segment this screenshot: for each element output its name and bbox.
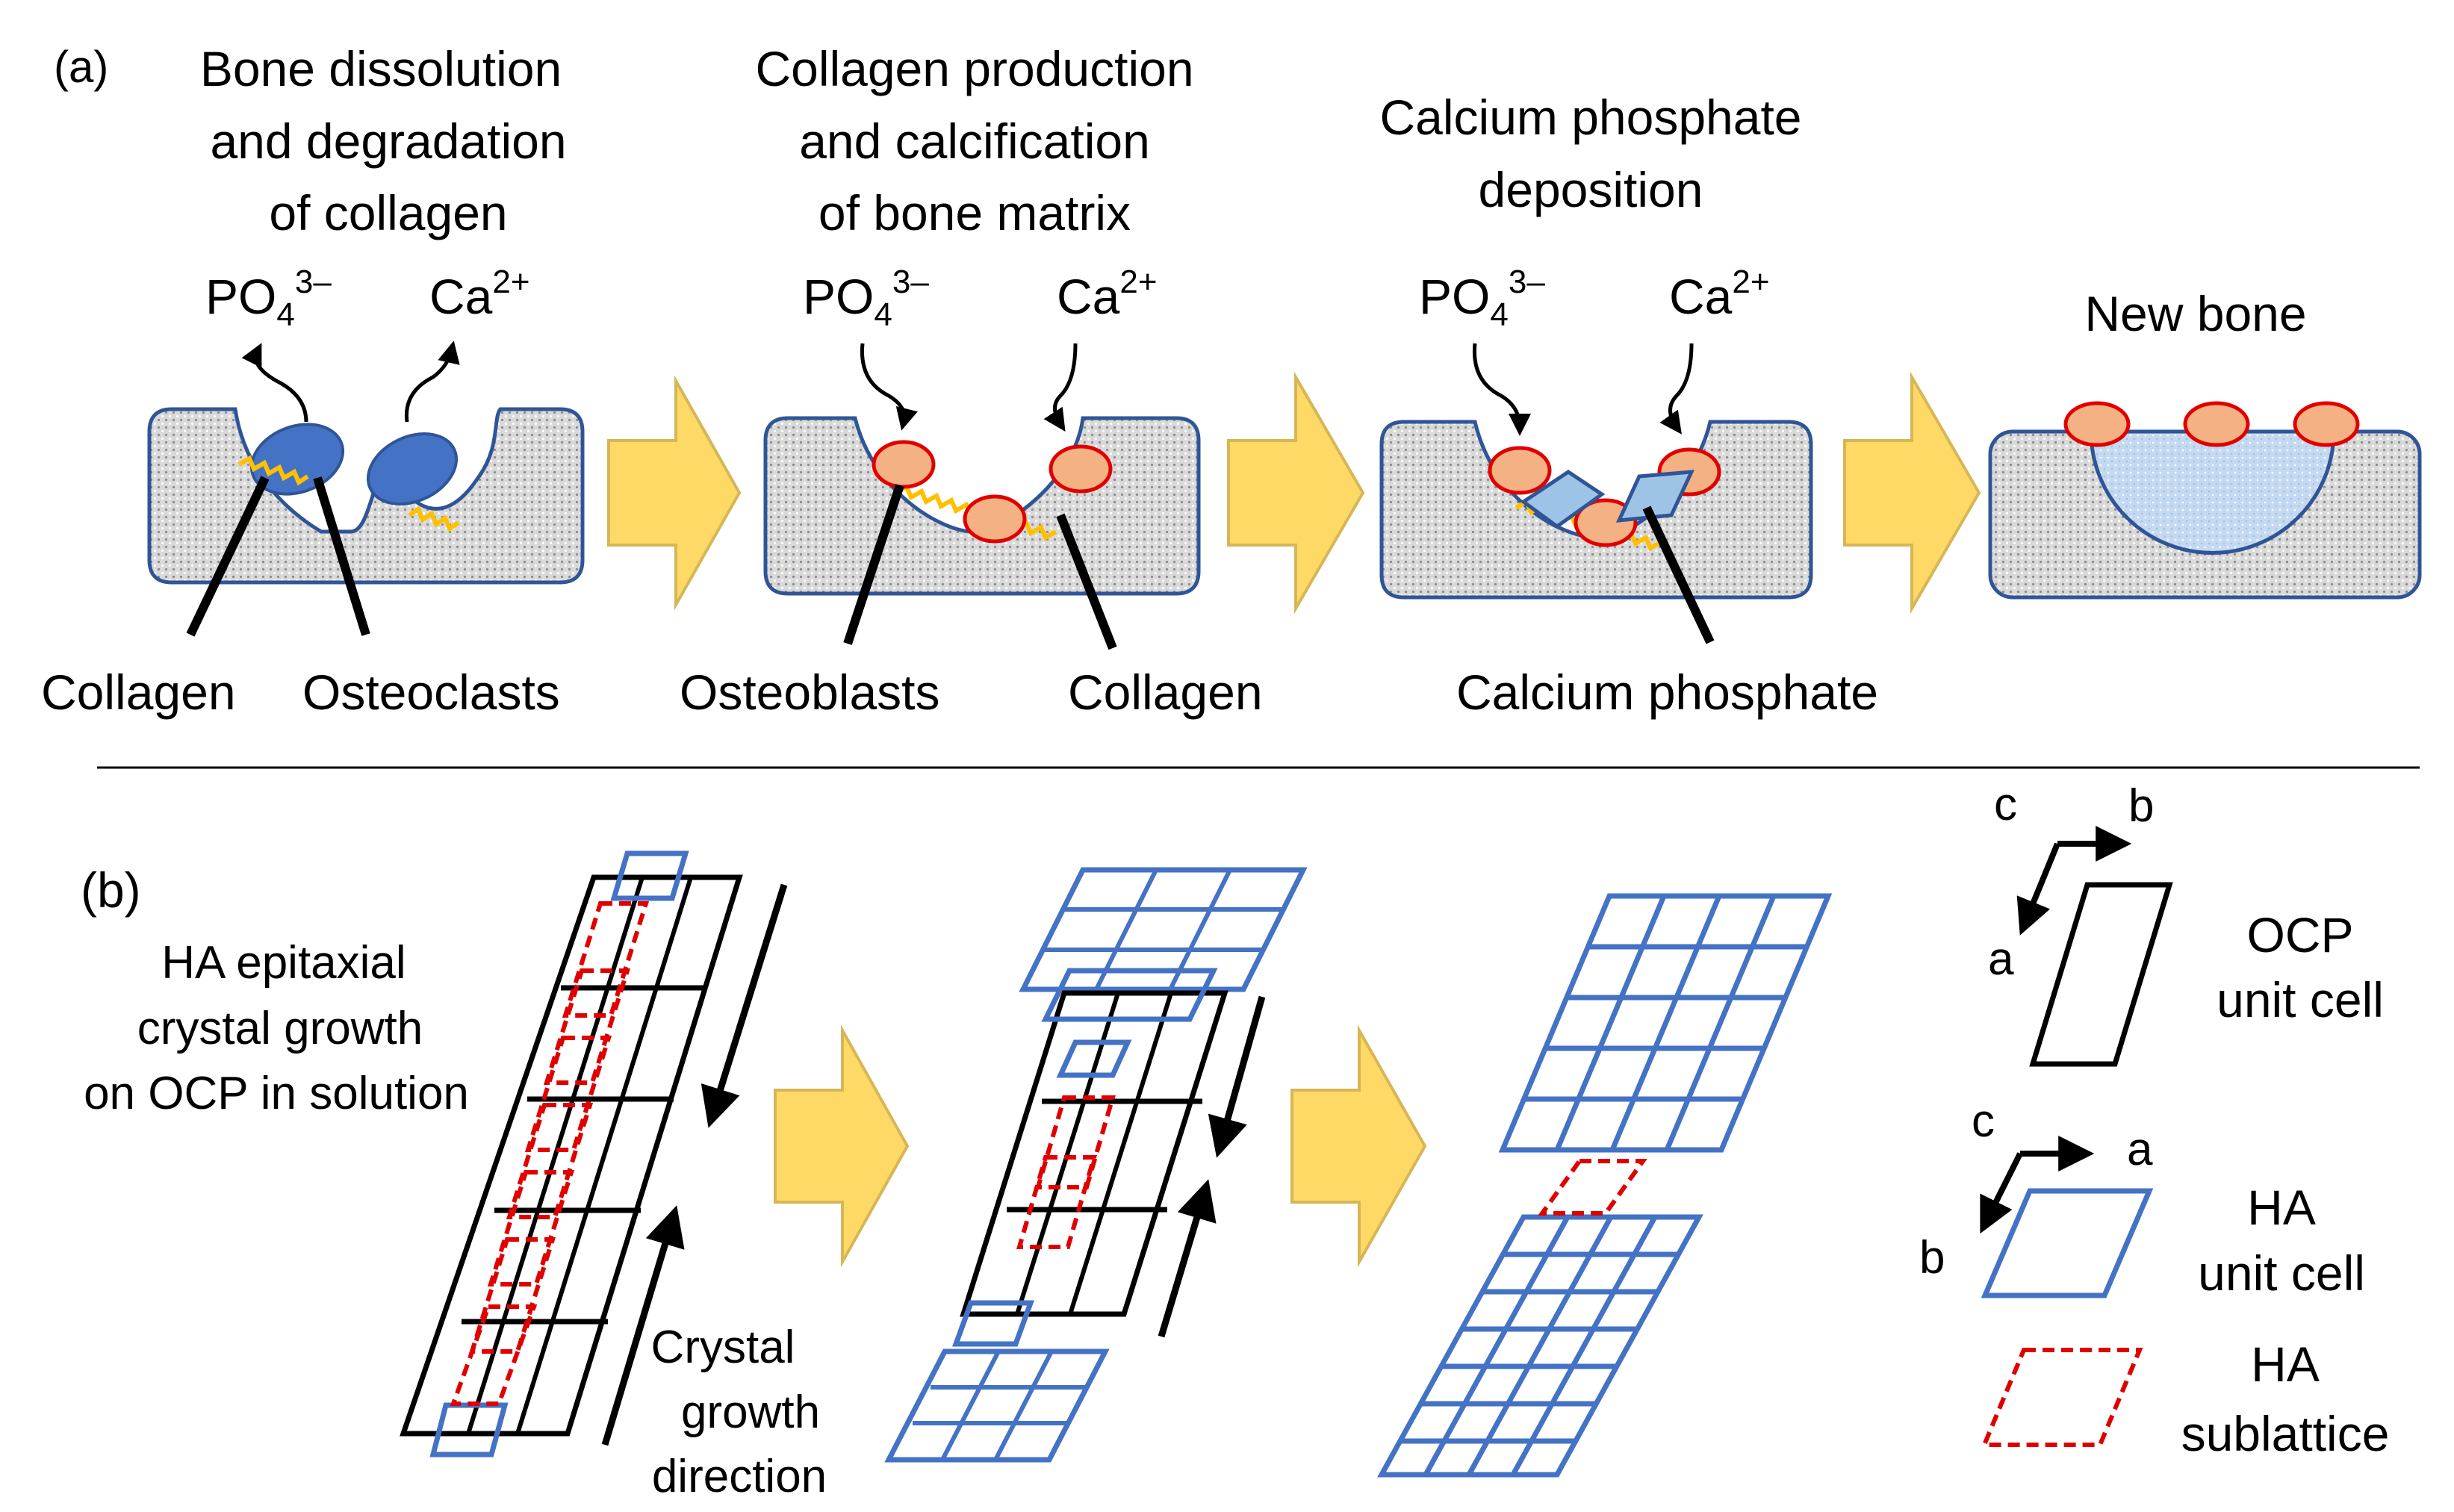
stage-2-title-line-3: of bone matrix <box>818 185 1131 240</box>
collagen-pointer <box>1056 513 1117 650</box>
osteoblast-cell <box>1574 498 1638 547</box>
growth-arrow-up <box>1158 1179 1217 1338</box>
osteoblast-cell <box>2293 401 2360 447</box>
osteoclast-arrow-out <box>404 340 460 423</box>
stage-2-title-line-1: Collagen production <box>755 41 1193 96</box>
ha-label-line-1: HA <box>2247 1180 2316 1235</box>
process-arrow <box>1227 371 1365 615</box>
ion-arrow-in <box>860 343 918 431</box>
ha-axis-b: b <box>1919 1232 1945 1284</box>
panel-b-label: (b) <box>81 862 141 918</box>
ha-sublattice <box>1016 1095 1116 1249</box>
growth-label-line-1: Crystal <box>651 1322 795 1373</box>
ha-axis-a: a <box>2127 1124 2153 1175</box>
osteoclast-arrow-out <box>241 343 308 423</box>
description-line-1: HA epitaxial <box>161 937 406 989</box>
osteoclast-cell <box>249 423 345 496</box>
stage-1-resorption: Bone dissolution and degradation of coll… <box>41 41 585 720</box>
ha-label-line-2: unit cell <box>2198 1245 2365 1301</box>
sub-label-line-1: HA <box>2251 1337 2320 1392</box>
osteoblast-cell <box>963 494 1027 544</box>
ocp-label-line-2: unit cell <box>2217 972 2384 1027</box>
collagen-fiber <box>237 455 309 486</box>
ha-axis-c: c <box>1972 1095 1995 1147</box>
osteoblast-cell <box>872 440 936 489</box>
osteoblast-cell <box>2063 401 2131 447</box>
calcium-phosphate-crystal <box>1615 470 1695 523</box>
growth-arrow-down <box>1208 995 1266 1158</box>
collagen-pointer <box>186 476 270 637</box>
ha-unit-cell-shape <box>1981 1188 2154 1298</box>
stage-3-callout-calcium-phosphate: Calcium phosphate <box>1456 665 1878 720</box>
growth-arrow-up <box>601 1205 685 1446</box>
collagen-fiber <box>408 505 460 532</box>
process-arrow <box>1843 371 1981 615</box>
stage-2-callout-osteoblasts: Osteoblasts <box>680 665 940 720</box>
stage-2-callout-collagen: Collagen <box>1068 665 1263 720</box>
ocp-axis-a: a <box>1988 933 2014 985</box>
growth-label-line-3: direction <box>652 1451 827 1502</box>
ocp-axes: c b a <box>1988 779 2154 985</box>
stage-3-phosphate-ion: PO43– <box>1419 264 1545 333</box>
ha-unit-cell <box>952 1300 1034 1347</box>
ocp-axis-c: c <box>1994 779 2017 830</box>
ha-sublattice <box>450 901 650 1406</box>
stage-4-title: New bone <box>2084 286 2306 341</box>
panel-a-label: (a) <box>54 42 108 92</box>
stage-3-title-line-2: deposition <box>1479 162 1703 217</box>
stage-1-calcium-ion: Ca2+ <box>429 264 530 324</box>
stage-1-phosphate-ion: PO43– <box>205 264 332 333</box>
stage-4-new-bone: New bone <box>1988 286 2422 600</box>
ha-unit-cell <box>1041 968 1218 1022</box>
osteoblast-cell <box>1488 446 1552 495</box>
sub-label-line-2: sublattice <box>2181 1406 2390 1461</box>
growth-label-line-2: growth <box>681 1387 820 1438</box>
stage-2-phosphate-ion: PO43– <box>803 264 929 333</box>
ocp-label-line-1: OCP <box>2246 907 2353 962</box>
description-line-2: crystal growth <box>137 1003 423 1054</box>
ocp-lattice-initial <box>400 850 743 1457</box>
ocp-axis-b: b <box>2128 780 2154 832</box>
bone-matrix-block <box>147 407 585 585</box>
ha-unit-cell <box>429 1402 509 1457</box>
process-arrow <box>774 1024 910 1268</box>
legend: c b a OCP unit cell c a b HA unit cell H… <box>1919 779 2389 1461</box>
osteoclast-cell <box>366 432 459 505</box>
ha-sublattice-shape <box>1981 1348 2143 1447</box>
osteoclast-pointer <box>313 476 370 636</box>
stage-2-title-line-2: and calcification <box>799 113 1150 169</box>
stage-2-formation: Collagen production and calcification of… <box>680 41 1263 720</box>
process-arrow <box>607 375 742 611</box>
ion-arrow-in <box>1043 343 1078 432</box>
ion-arrow-in <box>1472 343 1531 436</box>
stage-1-callout-osteoclasts: Osteoclasts <box>302 665 560 720</box>
calcium-phosphate-pointer <box>1642 505 1715 644</box>
new-bone-region <box>2089 429 2336 555</box>
ion-arrow-in <box>1659 343 1694 435</box>
stage-3-deposition: Calcium phosphate deposition PO43– Ca2+ … <box>1379 90 1878 720</box>
process-arrow <box>1290 1024 1427 1268</box>
description-line-3: on OCP in solution <box>84 1068 469 1119</box>
osteoblast-pointer <box>843 484 904 645</box>
osteoblast-cell <box>2183 401 2250 447</box>
stage-1-title-line-3: of collagen <box>269 185 507 240</box>
ocp-lattice-growing <box>884 867 1308 1463</box>
calcium-phosphate-crystal <box>1520 469 1606 529</box>
stage-1-title-line-2: and degradation <box>210 113 566 169</box>
ha-crystal-final <box>1377 893 1833 1478</box>
ocp-unit-cell-shape <box>2029 882 2173 1067</box>
stage-3-calcium-ion: Ca2+ <box>1669 264 1770 324</box>
ha-sublattice <box>1538 1159 1647 1216</box>
ha-unit-cell <box>610 850 689 901</box>
growth-arrow-down <box>701 883 788 1128</box>
osteoblast-cell <box>1049 444 1113 494</box>
stage-2-calcium-ion: Ca2+ <box>1057 264 1158 324</box>
stage-3-title-line-1: Calcium phosphate <box>1380 90 1802 145</box>
stage-1-callout-collagen: Collagen <box>41 665 236 720</box>
ha-unit-cell <box>1056 1039 1132 1078</box>
ha-axes: c a b <box>1919 1095 2153 1284</box>
stage-1-title-line-1: Bone dissolution <box>200 41 562 96</box>
